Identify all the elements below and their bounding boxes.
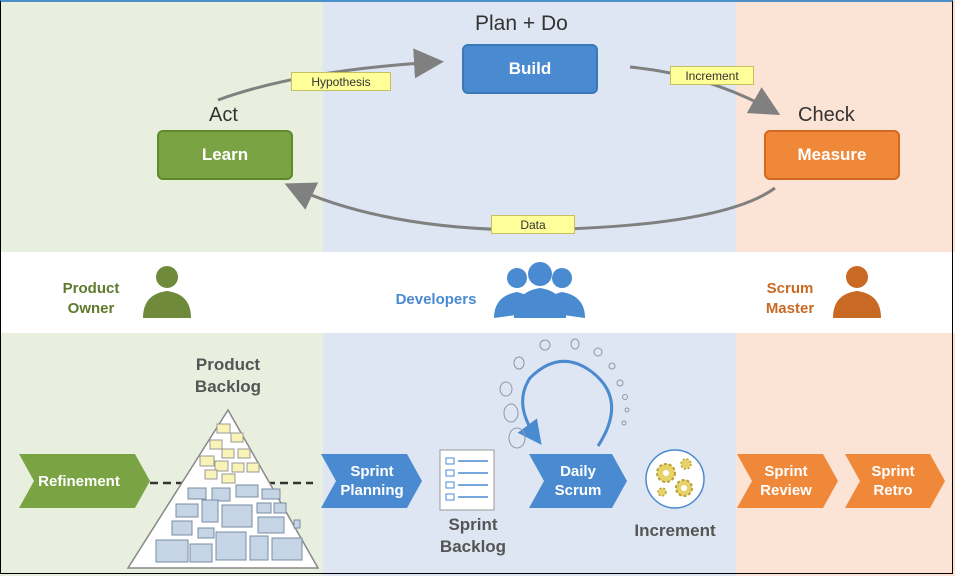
refinement-label: Refinement [38, 473, 120, 490]
measure-box: Measure [764, 130, 900, 180]
hypothesis-note: Hypothesis [291, 72, 391, 91]
refinement-chevron [19, 454, 150, 508]
check-label: Check [798, 104, 855, 126]
increment-title: Increment [634, 521, 716, 540]
increment-gears-icon [645, 449, 705, 509]
scrum-master-icon [833, 266, 881, 318]
backlog-small-items [199, 423, 260, 484]
daily-scrum-label: Daily Scrum [554, 463, 602, 499]
sprint-review-chevron [737, 454, 838, 508]
product-owner-icon [143, 266, 191, 318]
daily-scrum-bubbles [499, 338, 630, 449]
learn-box: Learn [157, 130, 293, 180]
scrum-master-label: Scrum Master [765, 280, 815, 317]
backlog-large-items [155, 484, 303, 563]
sprint-review-label: Sprint Review [760, 463, 812, 499]
data-note: Data [491, 215, 575, 234]
developers-icon [494, 262, 585, 318]
sprint-backlog-document-icon [439, 449, 495, 511]
product-owner-label: Product Owner [62, 280, 120, 317]
sprint-retro-label: Sprint Retro [871, 463, 915, 499]
sprint-planning-chevron [321, 454, 422, 508]
increment-note: Increment [670, 66, 754, 85]
daily-scrum-cycle-arrow [517, 359, 613, 447]
plan-do-label: Plan + Do [475, 12, 568, 35]
act-label: Act [209, 104, 238, 126]
developers-label: Developers [395, 291, 477, 308]
sprint-backlog-title: Sprint Backlog [439, 515, 507, 556]
act-column-top [0, 0, 323, 252]
sprint-planning-label: Sprint Planning [340, 463, 404, 499]
sprint-retro-chevron [845, 454, 945, 508]
build-box: Build [462, 44, 598, 94]
check-column-top [736, 0, 955, 252]
do-column-top [323, 0, 736, 252]
daily-scrum-chevron [529, 454, 627, 508]
product-backlog-title: Product Backlog [194, 355, 262, 396]
